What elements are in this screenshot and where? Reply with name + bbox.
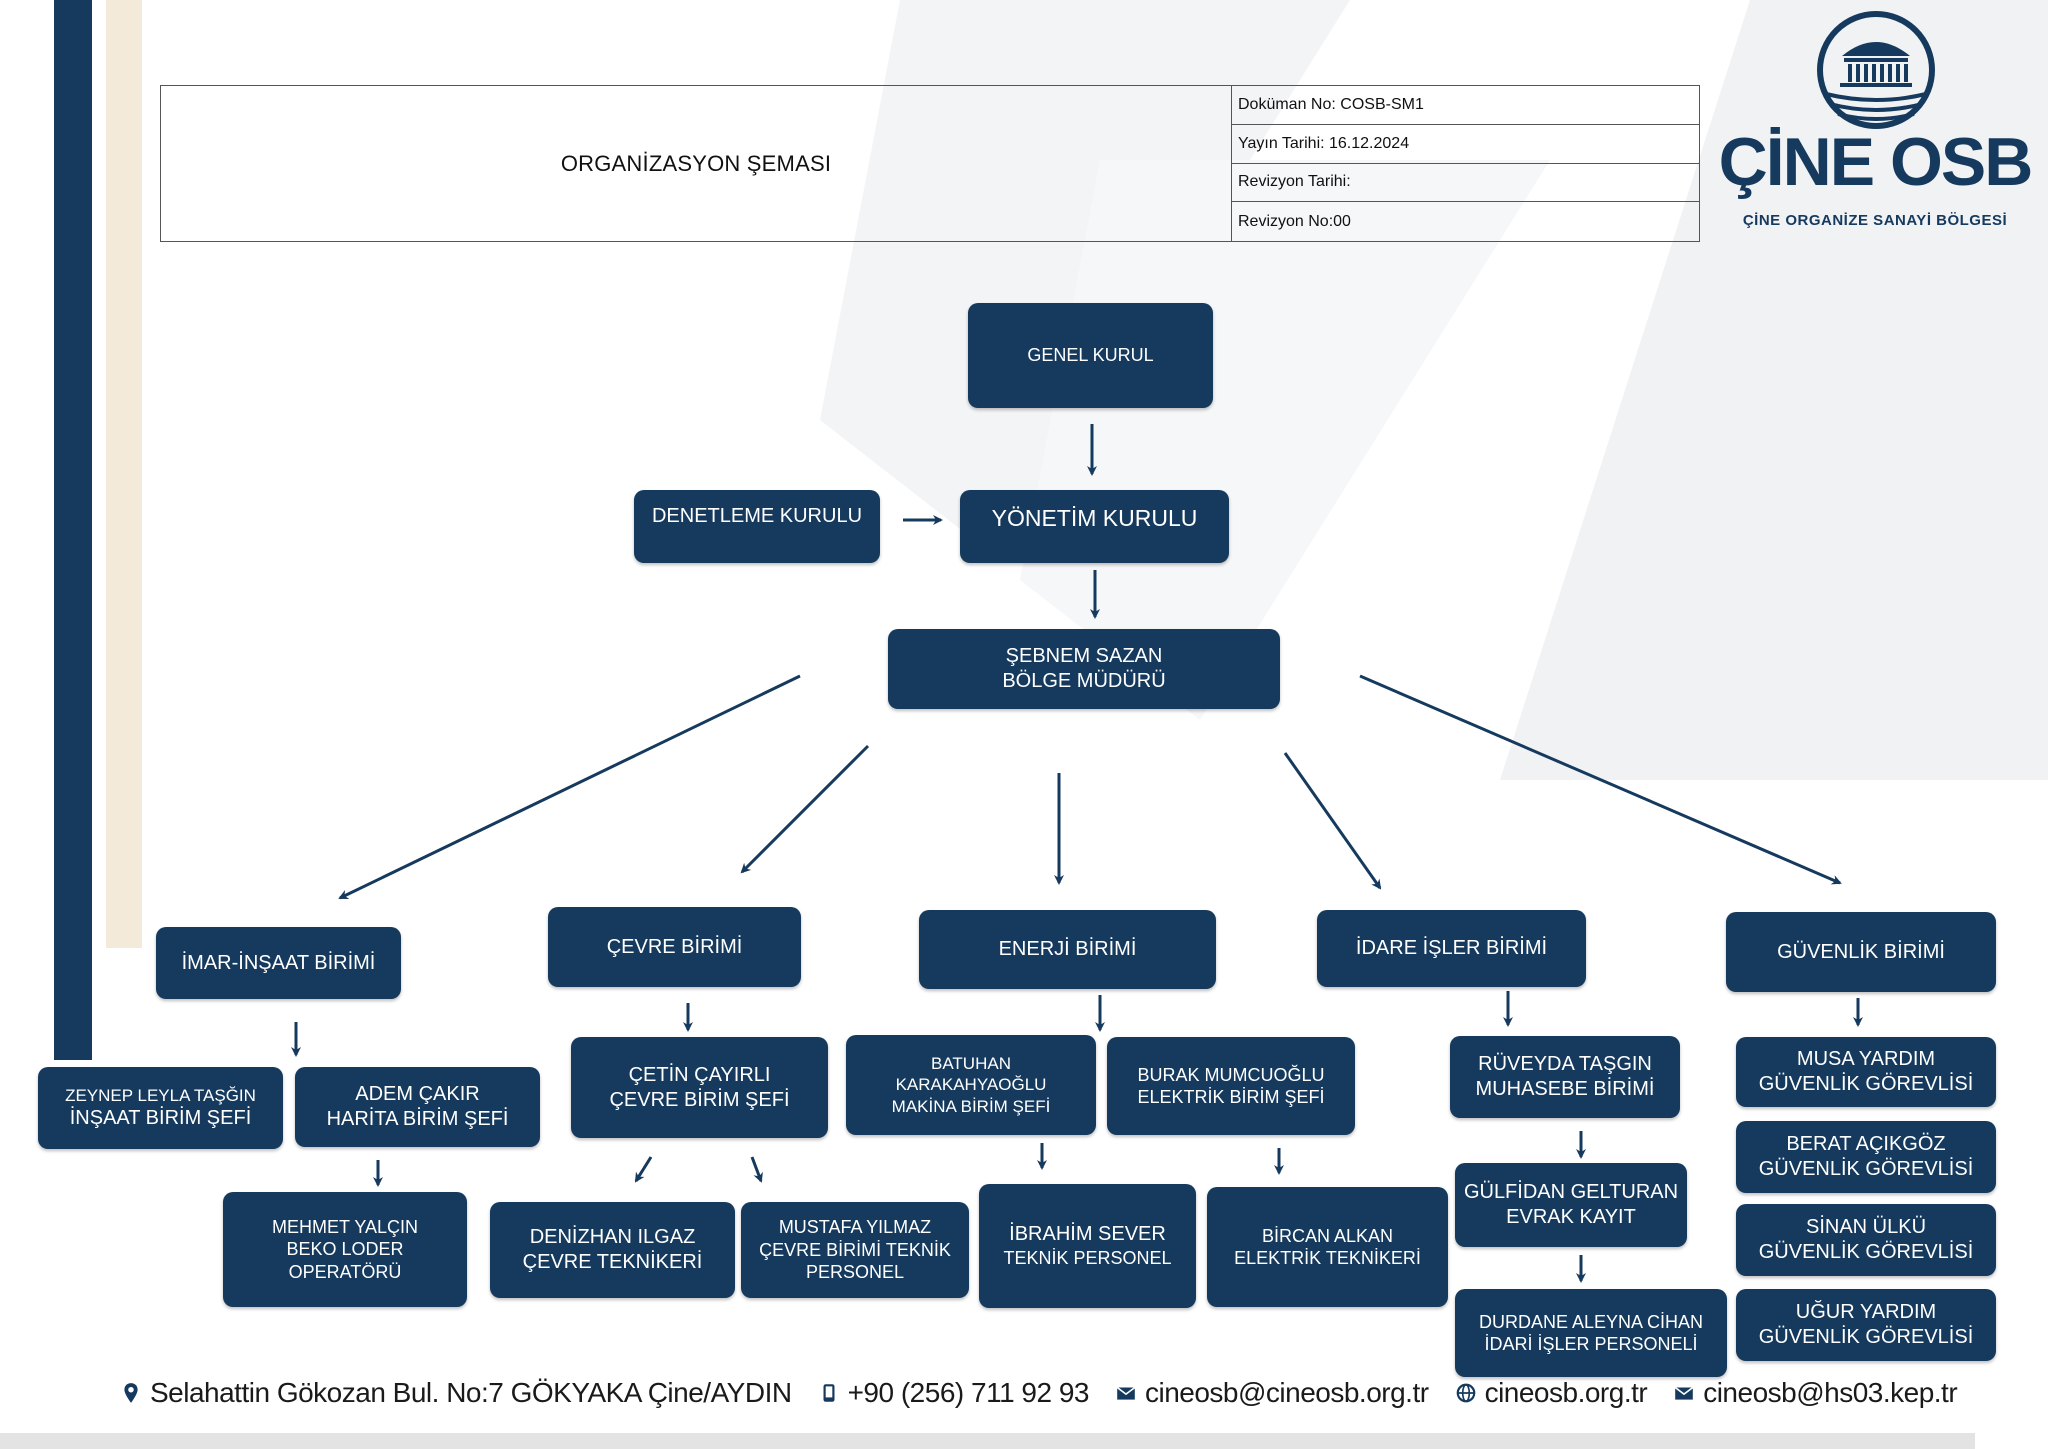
node-cevre-birimi: ÇEVRE BİRİMİ	[548, 907, 801, 987]
node-batuhan-karakahyaoglu: BATUHAN KARAKAHYAOĞLU MAKİNA BİRİM ŞEFİ	[846, 1035, 1096, 1135]
logo-subtitle: ÇİNE ORGANİZE SANAYİ BÖLGESİ	[1742, 212, 2008, 229]
building-emblem-icon	[1817, 11, 1935, 129]
contact-footer: Selahattin Gökozan Bul. No:7 GÖKYAKA Çin…	[120, 1368, 2000, 1418]
publish-date: Yayın Tarihi: 16.12.2024	[1232, 125, 1699, 164]
document-number: Doküman No: COSB-SM1	[1232, 86, 1699, 125]
node-berat-acikgoz: BERAT AÇIKGÖZ GÜVENLİK GÖREVLİSİ	[1736, 1121, 1996, 1193]
mail-icon	[1674, 1386, 1694, 1400]
logo-wordmark: ÇİNE OSB	[1718, 124, 2034, 200]
footer-kep[interactable]: cineosb@hs03.kep.tr	[1673, 1377, 1958, 1409]
globe-icon	[1456, 1383, 1475, 1403]
revision-number: Revizyon No:00	[1238, 212, 1351, 230]
location-pin-icon	[124, 1383, 138, 1403]
node-sinan-ulku: SİNAN ÜLKÜ GÜVENLİK GÖREVLİSİ	[1736, 1204, 1996, 1276]
node-genel-kurul: GENEL KURUL	[968, 303, 1213, 408]
footer-phone: +90 (256) 711 92 93	[818, 1377, 1089, 1409]
node-denetleme-kurulu: DENETLEME KURULU	[634, 490, 880, 563]
left-navy-stripe	[54, 0, 92, 1060]
mail-icon	[1116, 1386, 1136, 1400]
bottom-bar	[0, 1433, 1975, 1449]
node-mustafa-yilmaz: MUSTAFA YILMAZ ÇEVRE BİRİMİ TEKNİK PERSO…	[741, 1202, 969, 1298]
node-musa-yardim: MUSA YARDIM GÜVENLİK GÖREVLİSİ	[1736, 1037, 1996, 1107]
node-ugur-yardim: UĞUR YARDIM GÜVENLİK GÖREVLİSİ	[1736, 1289, 1996, 1361]
node-ruveyda-tasgin: RÜVEYDA TAŞGIN MUHASEBE BİRİMİ	[1450, 1036, 1680, 1118]
node-mehmet-yalcin: MEHMET YALÇIN BEKO LODER OPERATÖRÜ	[223, 1192, 467, 1307]
left-cream-stripe	[106, 0, 142, 948]
node-durdane-aleyna-cihan: DURDANE ALEYNA CİHAN İDARİ İŞLER PERSONE…	[1455, 1289, 1727, 1377]
node-ibrahim-sever: İBRAHİM SEVER TEKNİK PERSONEL	[979, 1184, 1196, 1308]
node-enerji-birimi: ENERJİ BİRİMİ	[919, 910, 1216, 989]
cine-osb-logo: ÇİNE OSB ÇİNE ORGANİZE SANAYİ BÖLGESİ	[1710, 8, 2040, 229]
node-zeynep-leyla-tasgin: ZEYNEP LEYLA TAŞĞIN İNŞAAT BİRİM ŞEFİ	[38, 1067, 283, 1149]
node-idare-isler-birimi: İDARE İŞLER BİRİMİ	[1317, 910, 1586, 987]
phone-icon	[823, 1384, 835, 1402]
document-header-table: ORGANİZASYON ŞEMASI Doküman No: COSB-SM1…	[160, 85, 1700, 242]
footer-website[interactable]: cineosb.org.tr	[1455, 1377, 1648, 1409]
document-meta: Doküman No: COSB-SM1 Yayın Tarihi: 16.12…	[1231, 86, 1699, 241]
footer-email[interactable]: cineosb@cineosb.org.tr	[1115, 1377, 1429, 1409]
revision-date: Revizyon Tarihi:	[1232, 164, 1699, 203]
page-title: ORGANİZASYON ŞEMASI	[560, 150, 832, 176]
node-yonetim-kurulu: YÖNETİM KURULU	[960, 490, 1229, 563]
node-bircan-alkan: BİRCAN ALKAN ELEKTRİK TEKNİKERİ	[1207, 1187, 1448, 1307]
footer-address: Selahattin Gökozan Bul. No:7 GÖKYAKA Çin…	[120, 1377, 792, 1409]
node-guvenlik-birimi: GÜVENLİK BİRİMİ	[1726, 912, 1996, 992]
node-bolge-muduru: ŞEBNEM SAZAN BÖLGE MÜDÜRÜ	[888, 629, 1280, 709]
node-burak-mumcuoglu: BURAK MUMCUOĞLU ELEKTRİK BİRİM ŞEFİ	[1107, 1037, 1355, 1135]
node-cetin-cayirli: ÇETİN ÇAYIRLI ÇEVRE BİRİM ŞEFİ	[571, 1037, 828, 1138]
node-adem-cakir: ADEM ÇAKIR HARİTA BİRİM ŞEFİ	[295, 1067, 540, 1147]
node-gulfidan-gelturan: GÜLFİDAN GELTURAN EVRAK KAYIT	[1455, 1163, 1687, 1247]
node-denizhan-ilgaz: DENİZHAN ILGAZ ÇEVRE TEKNİKERİ	[490, 1202, 735, 1298]
node-imar-insaat-birimi: İMAR-İNŞAAT BİRİMİ	[156, 927, 401, 999]
